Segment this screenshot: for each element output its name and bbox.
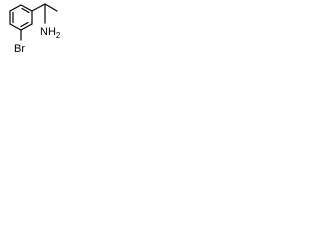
amine-label-main: NH — [40, 26, 56, 38]
bond-ring-to-ch — [31, 3, 46, 12]
structure-canvas: Br NH2 — [0, 0, 94, 62]
bond-ch-to-methyl — [44, 3, 58, 12]
amine-label: NH2 — [40, 26, 61, 40]
amine-label-subscript: 2 — [56, 31, 61, 40]
ring-bond-top-right — [20, 4, 33, 12]
ring-bond-top-left — [9, 4, 22, 12]
bromine-label: Br — [14, 43, 25, 55]
side-chain — [20, 3, 58, 41]
ring-double-bond-2 — [20, 21, 29, 28]
benzene-ring — [9, 4, 33, 31]
ring-bond-bottom-right — [20, 23, 33, 31]
ring-double-bond-1 — [21, 7, 30, 14]
molecule-structure: Br NH2 — [9, 3, 61, 55]
ring-bond-bottom-left — [9, 23, 22, 31]
